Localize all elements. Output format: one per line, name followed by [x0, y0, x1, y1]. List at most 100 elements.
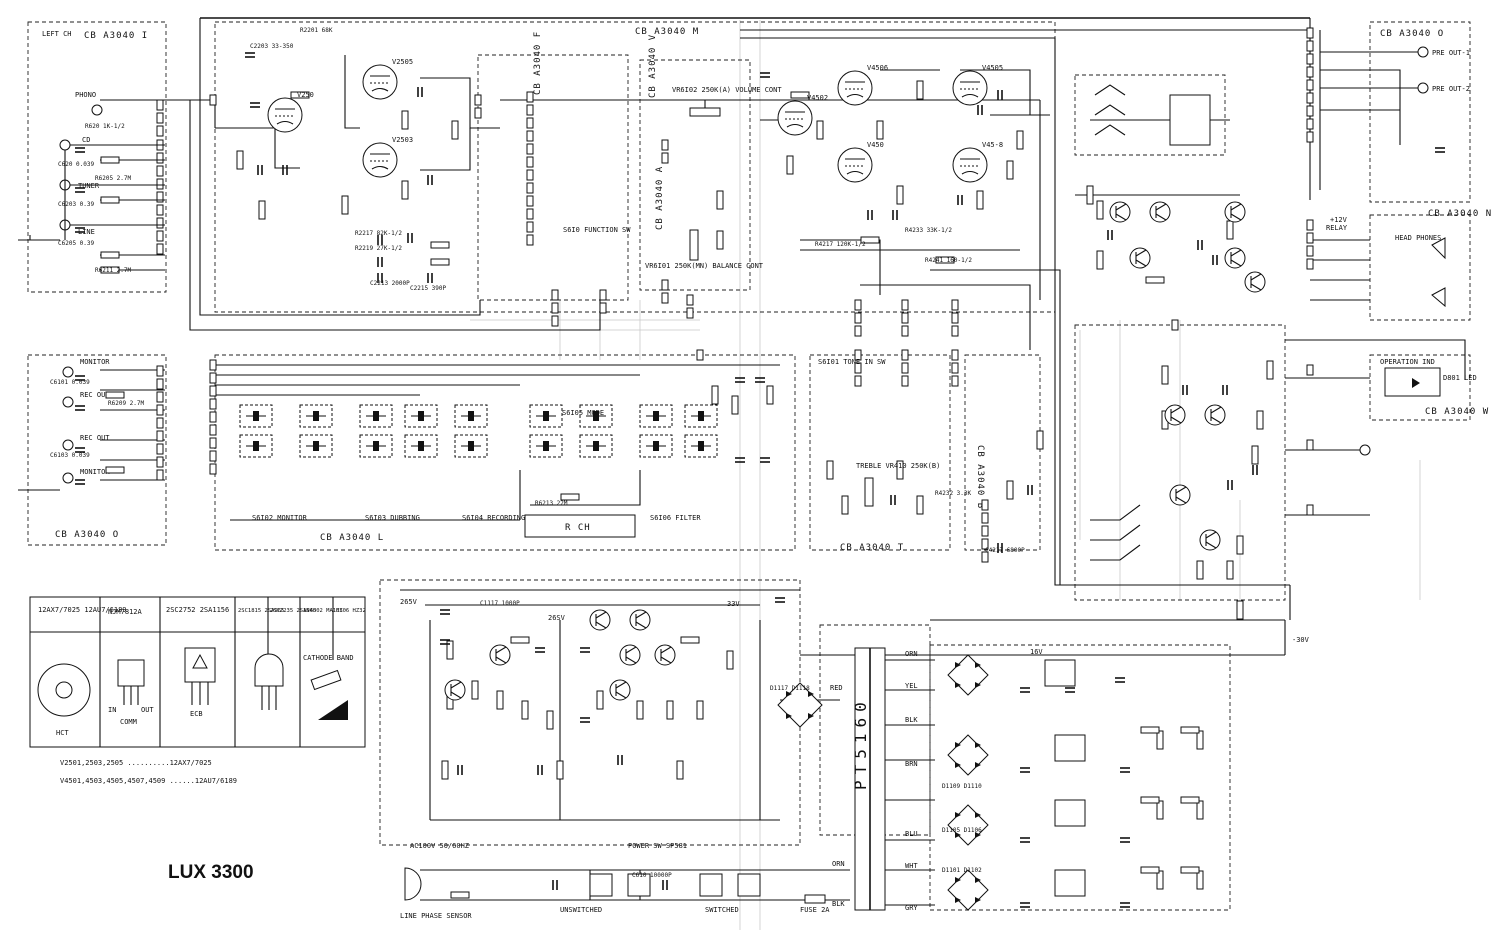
- resistor-icon: [100, 156, 120, 164]
- part-value-label: C6101 0.039: [50, 379, 90, 386]
- legend-h4: 2SC1815 2SA965: [238, 608, 284, 614]
- connector-pin: [156, 165, 164, 177]
- transistor-emitter: [1135, 259, 1147, 267]
- connector-pin: [551, 289, 559, 301]
- connector-pin: [599, 289, 607, 301]
- led-icon: [1412, 378, 1420, 388]
- fuse-icon: [804, 894, 826, 904]
- resistor-icon: [290, 91, 310, 99]
- legend-in: IN: [108, 706, 116, 714]
- part-value-label: R4233 33K-1/2: [905, 227, 952, 234]
- resistor-icon: [341, 195, 349, 215]
- connector-pin: [901, 349, 909, 361]
- resistor-icon: [676, 760, 684, 780]
- resistor-icon: [1266, 360, 1274, 380]
- part-value-label: R4232 3.3K: [935, 490, 972, 497]
- psu-wire-orn: ORN: [905, 650, 918, 658]
- dubbing-switch-label: S6I03 DUBBING: [365, 514, 420, 522]
- connector-pin: [156, 152, 164, 164]
- connector-pin: [1306, 232, 1314, 244]
- led-label: D801 LED: [1443, 374, 1477, 382]
- resistor-icon: [1226, 560, 1234, 580]
- bridge-rectifier-icon: [947, 869, 989, 911]
- part-value-label: R2201 68K: [300, 27, 333, 34]
- rail-16v: 16V: [1030, 648, 1043, 656]
- relay-coil-icon: [1169, 94, 1211, 146]
- headphone-jack-icon: [1431, 237, 1446, 260]
- transistor-collector: [625, 646, 637, 654]
- tube-cathode: [846, 170, 864, 175]
- resistor-icon: [1006, 480, 1014, 500]
- treble-pot-icon: [864, 477, 874, 507]
- connector-pin: [551, 315, 559, 327]
- resistor-icon: [1196, 800, 1204, 820]
- resistor-icon: [451, 120, 459, 140]
- capacitor-symbols: [75, 52, 1445, 908]
- vacuum-tube-icon: [777, 100, 813, 136]
- headphones-label: HEAD PHONES: [1395, 234, 1441, 242]
- connector-pin: [551, 302, 559, 314]
- connector-pin: [156, 443, 164, 455]
- connector-pin: [661, 279, 669, 291]
- headphone-jack-icon-2: [1431, 287, 1446, 308]
- transistor-emitter: [450, 691, 462, 699]
- mode-switch-label: S6I05 MODE: [562, 409, 604, 417]
- relay-label: RELAY: [1326, 224, 1348, 232]
- connector-pin: [854, 349, 862, 361]
- resistor-icon: [896, 185, 904, 205]
- diode-icon: [975, 812, 981, 818]
- connector-pin: [981, 551, 989, 563]
- transistor-collector: [1230, 203, 1242, 211]
- connector-pin: [854, 325, 862, 337]
- switch-wiper-icon: [373, 441, 379, 451]
- connector-pin: [854, 362, 862, 374]
- transistor-collector: [1205, 531, 1217, 539]
- connector-pin: [156, 430, 164, 442]
- transistor-icon: [589, 609, 611, 631]
- connector-pin: [951, 299, 959, 311]
- transistor-emitter: [615, 691, 627, 699]
- small-transistor-icon: [254, 653, 284, 687]
- part-value-label: R4241 160-1/2: [925, 257, 972, 264]
- recording-switch-label: S6I04 RECORDING: [462, 514, 525, 522]
- transistor-icon: [1224, 247, 1246, 269]
- vacuum-tube-icon: [267, 97, 303, 133]
- connector-pin: [209, 398, 217, 410]
- connector-pin: [526, 182, 534, 194]
- part-value-label: R6205 2.7M: [95, 175, 132, 182]
- switch-wiper-icon: [653, 411, 659, 421]
- tape-label-rec-out: REC OUT: [80, 391, 110, 399]
- transistor-icon: [654, 644, 676, 666]
- connector-pin: [1306, 504, 1314, 516]
- switch-labels: S6I0 FUNCTION SW VR6I02 250K(A) VOLUME C…: [252, 86, 940, 522]
- transistor-emitter: [495, 656, 507, 664]
- vacuum-tube-icon: [837, 70, 873, 106]
- tone-switch-label: S6I01 TONE IN SW: [818, 358, 886, 366]
- transformer-label: PT5160: [851, 696, 870, 790]
- operation-ind-label: OPERATION IND: [1380, 358, 1435, 366]
- transistor-emitter: [1230, 259, 1242, 267]
- resistor-icon: [841, 495, 849, 515]
- switch-wiper-icon: [543, 411, 549, 421]
- resistor-icon: [786, 155, 794, 175]
- vacuum-tube-icon: [837, 147, 873, 183]
- switch-wiper-icon: [468, 411, 474, 421]
- board-label-m: CB A3040 M: [635, 27, 699, 37]
- pre-out-2-label: PRE OUT-2: [1432, 85, 1470, 93]
- regulator-icon: [117, 659, 145, 687]
- transistor-icon: [609, 679, 631, 701]
- transistor-emitter: [1205, 541, 1217, 549]
- legend-note-1: V2501,2503,2505 ..........12AX7/7025: [60, 759, 212, 767]
- part-value-label: C1117 1000P: [480, 600, 520, 607]
- connector-pin: [156, 204, 164, 216]
- part-value-label: C6103 0.039: [50, 452, 90, 459]
- unswitched-label: UNSWITCHED: [560, 906, 602, 914]
- transistor-collector: [1230, 249, 1242, 257]
- diode-icon: [955, 877, 961, 883]
- connector-pin: [209, 385, 217, 397]
- connector-pin: [209, 424, 217, 436]
- connector-pin: [156, 365, 164, 377]
- tube-label: V2505: [392, 58, 413, 66]
- tape-jacks: MONITOR REC OUT REC OUT MONITOR: [62, 358, 110, 484]
